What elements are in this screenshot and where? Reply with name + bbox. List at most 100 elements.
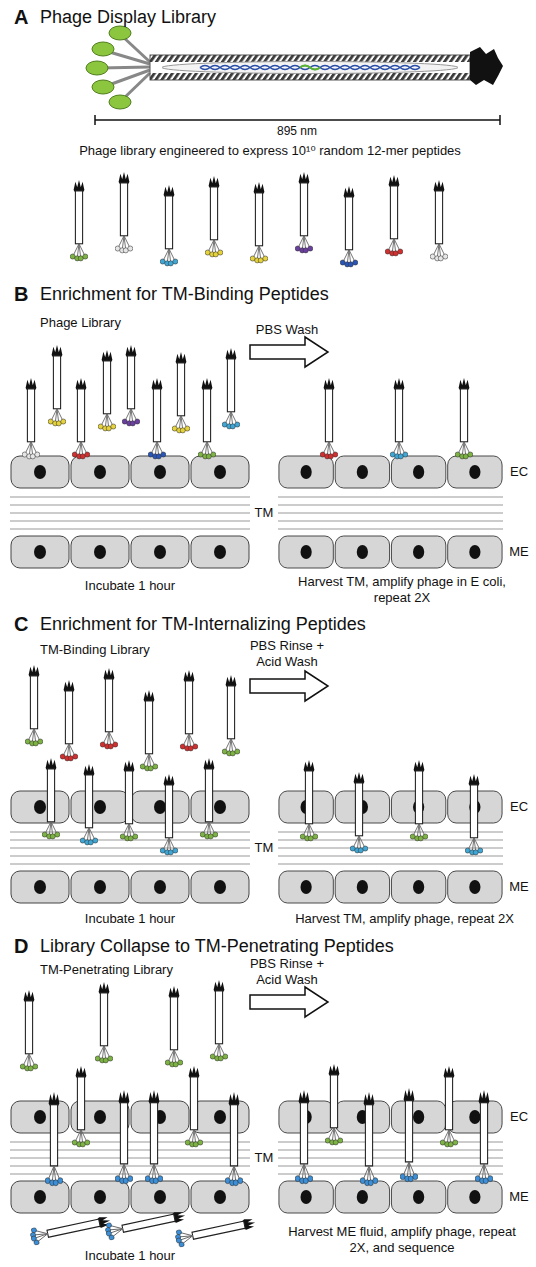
panel-title: Library Collapse to TM-Penetrating Pepti… (40, 936, 530, 958)
membrane (10, 456, 503, 568)
layer-label: ME (504, 879, 534, 895)
large-phage (300, 66, 320, 70)
phage-library-row (115, 172, 133, 253)
phage-group (198, 378, 216, 459)
phage-library-row (385, 175, 403, 256)
free-phage (29, 1212, 112, 1246)
membrane (10, 1101, 250, 1213)
large-phage (92, 80, 114, 94)
phage-group (350, 772, 368, 853)
scale-bar (95, 119, 500, 121)
phage-library-row (430, 180, 448, 261)
step-label: PBS Wash (237, 322, 337, 338)
panel-letter: B (14, 282, 40, 306)
phage-group (172, 352, 190, 433)
step-note: Incubate 1 hour (10, 578, 250, 594)
step-note: Harvest TM, amplify phage in E coli, rep… (282, 574, 522, 605)
phage-group (200, 758, 218, 839)
phage-group (25, 665, 43, 746)
layer-label: TM (250, 505, 278, 521)
phage-group (225, 1092, 243, 1186)
free-phage (104, 1207, 187, 1241)
step-note: Harvest ME fluid, amplify phage, repeat … (282, 1224, 522, 1255)
free-phage (29, 1212, 112, 1246)
phage-group (22, 345, 473, 459)
library-note: Phage library engineered to express 10¹⁰… (30, 143, 510, 159)
free-phage (104, 1207, 187, 1241)
large-phage (200, 66, 420, 70)
phage-group (390, 378, 408, 459)
phage-group (48, 345, 66, 426)
wash-arrow (250, 337, 328, 367)
phage-group (20, 990, 38, 1071)
phage-group (325, 1064, 343, 1145)
phage-group (122, 345, 140, 426)
phage-library-row (70, 180, 88, 261)
step-note: Harvest TM, amplify phage, repeat 2X (282, 911, 527, 927)
scale-label: 895 nm (257, 124, 337, 138)
scale-bar (95, 115, 500, 125)
phage-group (22, 378, 40, 459)
large-phage (109, 95, 131, 109)
wash-arrow (250, 671, 328, 701)
phage-group (98, 350, 116, 431)
phage-group (20, 980, 493, 1248)
layer-label: TM (250, 840, 278, 856)
phage-group (180, 670, 198, 751)
phage-group (45, 1092, 63, 1186)
large-phage (86, 26, 503, 109)
layer-label: EC (504, 464, 534, 480)
library-label: TM-Penetrating Library (40, 962, 220, 978)
large-phage (470, 47, 503, 85)
phage-group (440, 1066, 458, 1147)
scale-bar (499, 115, 501, 125)
phage-group (465, 774, 483, 855)
phage-library-row (250, 182, 268, 263)
phage-library-row (70, 172, 448, 267)
membrane (278, 456, 503, 568)
phage-group (100, 668, 118, 749)
phage-group (210, 980, 228, 1061)
phage-library-row (205, 176, 223, 257)
layer-label: EC (504, 799, 534, 815)
phage-library-row (160, 185, 178, 266)
panel-letter: D (14, 934, 40, 958)
large-phage (150, 55, 470, 62)
phage-group (42, 758, 60, 839)
phage-group (72, 378, 90, 459)
large-phage (150, 55, 470, 80)
library-label: Phage Library (40, 315, 220, 331)
phage-group (222, 348, 240, 429)
phage-library-row (295, 172, 313, 253)
phage-group (72, 1066, 90, 1147)
layer-label: ME (504, 1189, 534, 1205)
phage-group (115, 1090, 133, 1184)
layer-label: TM (250, 1150, 278, 1166)
phage-group (160, 774, 178, 855)
panel-title: Phage Display Library (40, 7, 480, 29)
panel-title: Enrichment for TM-Binding Peptides (40, 284, 520, 306)
large-phage (109, 26, 131, 40)
panel-letter: C (14, 612, 40, 636)
layer-label: EC (504, 1109, 534, 1125)
step-note: Incubate 1 hour (10, 1248, 250, 1264)
phage-group (475, 1090, 493, 1184)
phage-group (360, 1092, 378, 1186)
free-phage (174, 1214, 257, 1248)
phage-library-row (340, 186, 358, 267)
phage-group (95, 982, 113, 1063)
step-label: PBS Rinse + Acid Wash (237, 956, 337, 987)
phage-group (410, 760, 428, 841)
phage-group (60, 680, 78, 761)
panel-title: Enrichment for TM-Internalizing Peptides (40, 614, 520, 636)
panel-letter: A (14, 5, 40, 29)
phage-group (222, 675, 240, 756)
phage-group (145, 1090, 163, 1184)
phage-group (25, 665, 483, 855)
free-phage (174, 1214, 257, 1248)
phage-group (300, 760, 318, 841)
phage-group (400, 1088, 418, 1182)
layer-label: ME (504, 544, 534, 560)
library-label: TM-Binding Library (40, 642, 220, 658)
